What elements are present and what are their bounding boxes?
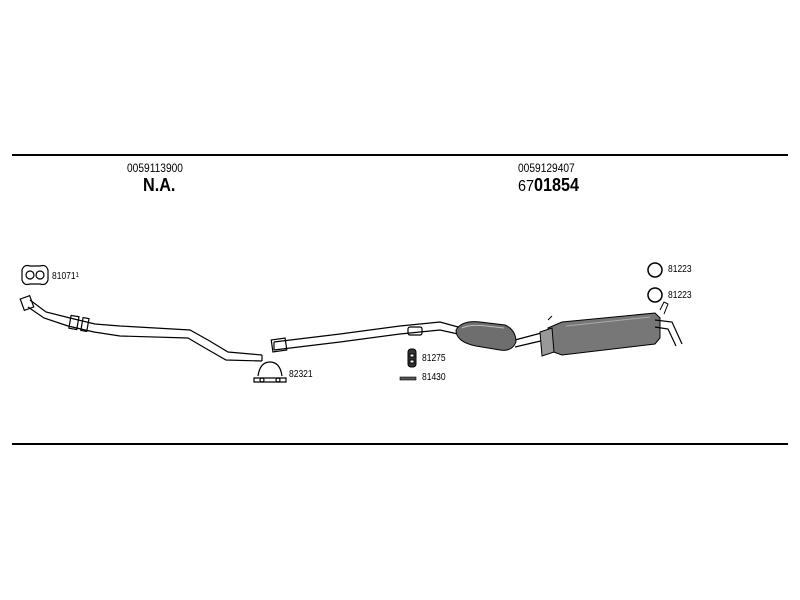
ring-icon [647, 287, 663, 303]
label-rear: 6701854 [518, 176, 579, 195]
center-pipe [270, 321, 546, 353]
label-rear-number: 01854 [534, 175, 580, 195]
part-number: 81071 [52, 271, 76, 282]
rear-silencer [539, 301, 683, 357]
gasket-icon [21, 264, 49, 286]
oe-number-rear: 0059129407 [518, 161, 575, 175]
front-pipe [19, 294, 263, 362]
part-label-rubber-mount: 81275 [422, 353, 446, 364]
part-label-ring-1: 81223 [668, 264, 692, 275]
label-rear-prefix: 67 [518, 178, 535, 195]
part-label-gasket: 810711 [52, 272, 79, 282]
bottom-divider [12, 443, 788, 445]
part-label-strip: 81430 [422, 372, 446, 383]
label-front: N.A. [143, 175, 176, 195]
part-label-ring-2: 81223 [668, 290, 692, 301]
middle-silencer [455, 321, 517, 351]
part-label-clamp: 82321 [289, 369, 313, 380]
part-note: 1 [75, 272, 79, 279]
strip-icon [399, 376, 417, 381]
top-divider [12, 154, 788, 156]
ring-icon [647, 262, 663, 278]
oe-number-front: 0059113900 [127, 161, 183, 175]
rubber-mount-icon [407, 348, 417, 368]
clamp-icon [253, 361, 287, 383]
